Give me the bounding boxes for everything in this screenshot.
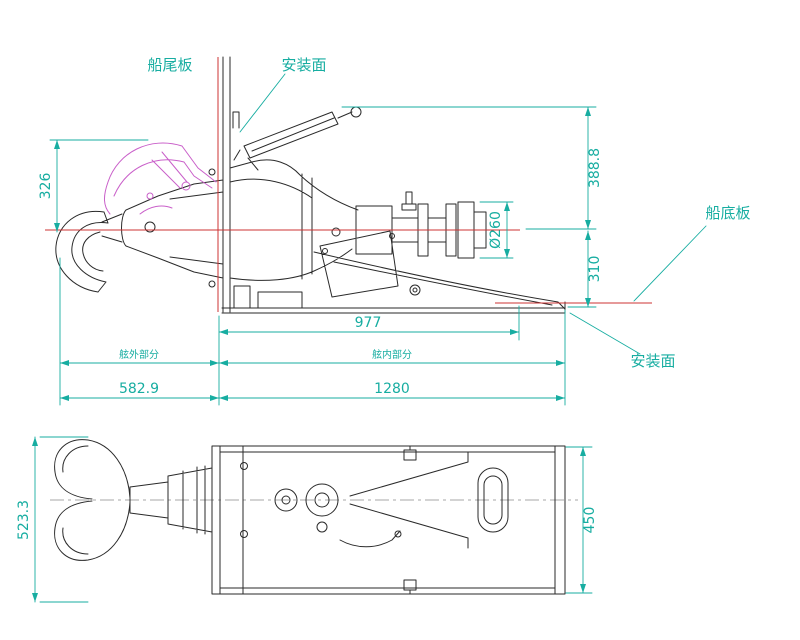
label-mount-face-top: 安装面 [281, 56, 326, 74]
drain-plug-outer [409, 284, 421, 296]
plan-view [50, 439, 578, 595]
label-stern-board: 船尾板 [147, 56, 192, 74]
cover-bolt-hole [322, 248, 328, 254]
shaft-boss-inner [281, 495, 291, 505]
reverse-bucket-mechanism [104, 142, 217, 215]
dim-1280: 1280 [374, 381, 410, 397]
annotations: 船尾板 安装面 船底板 安装面 326 388.8 310 Ø260 977 舷… [16, 56, 751, 540]
transom-bolt-hole [208, 280, 216, 288]
intake-grate-slot-inner [483, 475, 503, 525]
plug-hole [316, 521, 328, 533]
plan-view-outline [54, 439, 566, 595]
cover-bolt-hole [389, 233, 395, 239]
dim-310: 310 [587, 256, 603, 283]
dim-326: 326 [38, 173, 54, 200]
bucket-pivot [181, 181, 191, 191]
dim-388-8: 388.8 [587, 148, 603, 188]
cover-bolt-hole [331, 227, 341, 237]
label-mount-face-bottom: 安装面 [630, 352, 675, 370]
bucket-linkage-path [104, 142, 217, 215]
pump-bore-outer [305, 483, 339, 517]
bucket-pivot [146, 192, 154, 200]
transom-bolt-hole [208, 168, 216, 176]
flange-bolt-hole [240, 462, 248, 470]
dimension-line-path [34, 73, 707, 603]
nozzle-pivot-hole [144, 221, 156, 233]
datum-lines [45, 57, 652, 312]
linkage-pin [394, 530, 402, 538]
flange-bolt-hole [240, 530, 248, 538]
side-view-outline [55, 56, 566, 314]
dimension-lines [32, 73, 707, 603]
dim-977: 977 [355, 315, 382, 331]
intake-grate-slot-outer [477, 467, 509, 533]
shaft-boss-outer [274, 488, 298, 512]
dim-450: 450 [582, 507, 598, 534]
label-inboard-part: 舷内部分 [372, 348, 412, 361]
label-hull-bottom-plate: 船底板 [705, 204, 750, 222]
dim-582-9: 582.9 [119, 381, 159, 397]
drain-plug-inner [412, 287, 418, 293]
dim-diameter-260: Ø260 [488, 211, 504, 249]
side-view [55, 56, 566, 314]
label-outboard-part: 舷外部分 [119, 348, 159, 361]
dim-523-3: 523.3 [16, 500, 32, 540]
pump-bore-inner [314, 492, 330, 508]
